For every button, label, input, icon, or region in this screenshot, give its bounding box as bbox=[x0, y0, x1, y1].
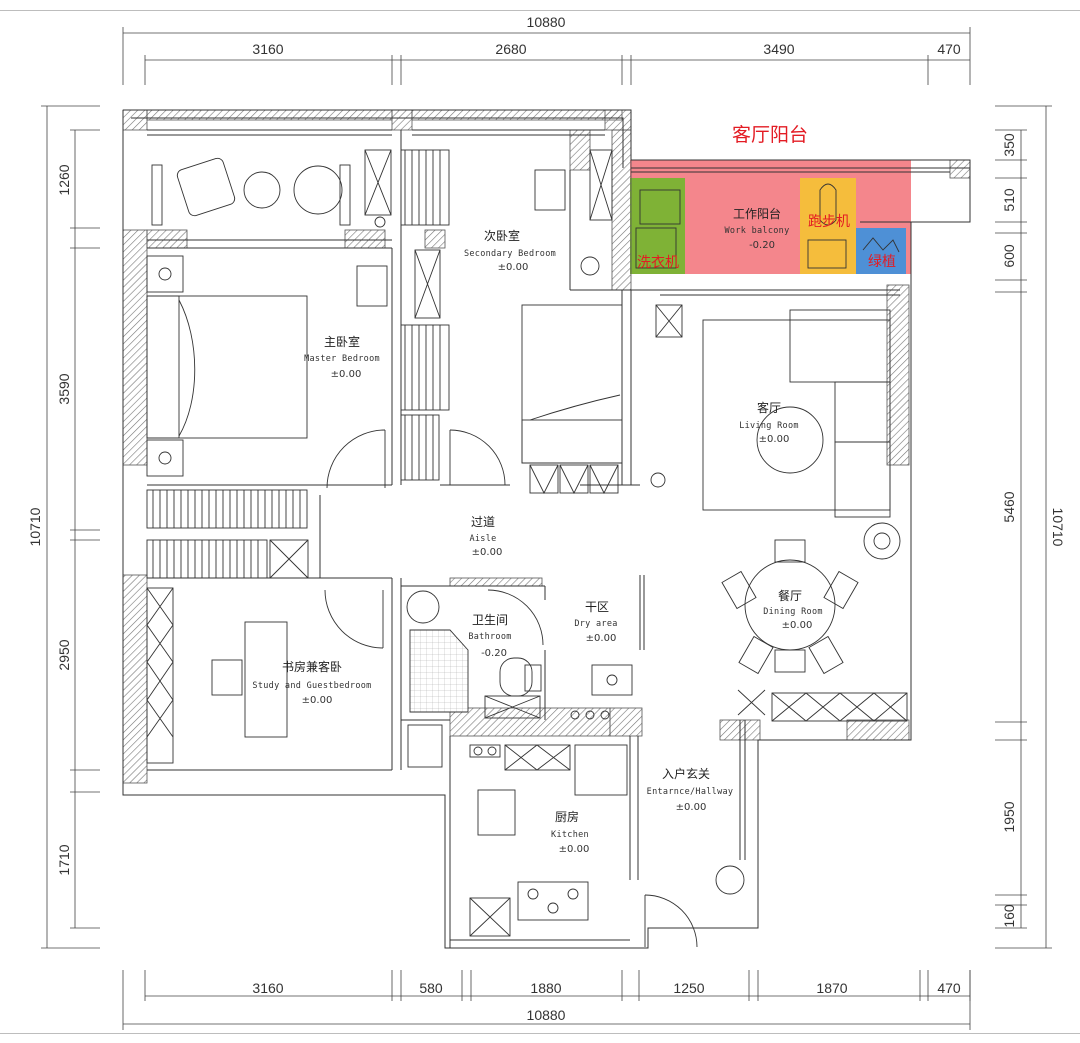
dim-right-1: 350 bbox=[1001, 133, 1017, 157]
dim-left-total: 10710 bbox=[27, 507, 43, 546]
room-labels: 客厅阳台 工作阳台 Work balcony -0.20 洗衣机 跑步机 绿植 … bbox=[252, 124, 896, 855]
secondary-bedroom-level: ±0.00 bbox=[498, 262, 529, 273]
kitchen-cn: 厨房 bbox=[555, 809, 579, 824]
dim-left-2: 3590 bbox=[56, 373, 72, 404]
study-level: ±0.00 bbox=[302, 695, 333, 706]
entrance-cn: 入户玄关 bbox=[662, 766, 710, 781]
walls bbox=[122, 109, 971, 784]
dim-bottom-5: 1870 bbox=[816, 980, 847, 996]
aisle-en: Aisle bbox=[469, 534, 496, 544]
dim-left-4: 1710 bbox=[56, 844, 72, 875]
master-bedroom-cn: 主卧室 bbox=[324, 334, 360, 349]
master-bedroom-level: ±0.00 bbox=[331, 369, 362, 380]
bathroom-cn: 卫生间 bbox=[472, 613, 508, 627]
study-cn: 书房兼客卧 bbox=[282, 659, 342, 674]
bottom-frame-line bbox=[0, 1033, 1080, 1034]
dim-right-5: 1950 bbox=[1001, 801, 1017, 832]
dim-bottom-2: 580 bbox=[419, 980, 443, 996]
dim-top-3: 3490 bbox=[763, 41, 794, 57]
living-balcony-title: 客厅阳台 bbox=[732, 124, 808, 146]
dry-area-cn: 干区 bbox=[585, 600, 609, 614]
kitchen-level: ±0.00 bbox=[559, 844, 590, 855]
study-en: Study and Guestbedroom bbox=[252, 681, 371, 691]
dimension-lines bbox=[41, 27, 1052, 1030]
washer-label: 洗衣机 bbox=[637, 255, 679, 271]
dining-room-cn: 餐厅 bbox=[778, 588, 802, 603]
dim-top-2: 2680 bbox=[495, 41, 526, 57]
plants-zone bbox=[856, 228, 906, 274]
living-room-cn: 客厅 bbox=[757, 400, 781, 415]
plants-label: 绿植 bbox=[868, 254, 896, 270]
kitchen-en: Kitchen bbox=[551, 830, 589, 840]
dim-bottom-3: 1880 bbox=[530, 980, 561, 996]
balcony-zones bbox=[630, 160, 911, 274]
furniture bbox=[146, 149, 908, 948]
top-frame-line bbox=[0, 10, 1080, 11]
work-balcony-cn: 工作阳台 bbox=[733, 206, 781, 221]
dim-right-total: 10710 bbox=[1050, 508, 1066, 547]
aisle-level: ±0.00 bbox=[472, 547, 503, 558]
living-room-level: ±0.00 bbox=[759, 434, 790, 445]
treadmill-label: 跑步机 bbox=[808, 214, 850, 230]
master-bedroom-en: Master Bedroom bbox=[304, 354, 380, 364]
treadmill-zone bbox=[800, 178, 856, 274]
dimension-labels: 10880 3160 2680 3490 470 3160 580 1880 1… bbox=[27, 14, 1066, 1023]
dim-bottom-4: 1250 bbox=[673, 980, 704, 996]
aisle-cn: 过道 bbox=[471, 515, 495, 529]
work-balcony-level: -0.20 bbox=[749, 240, 775, 251]
dining-room-level: ±0.00 bbox=[782, 620, 813, 631]
entrance-en: Entarnce/Hallway bbox=[647, 787, 734, 797]
dim-top-total: 10880 bbox=[527, 14, 566, 30]
bathroom-en: Bathroom bbox=[468, 632, 511, 642]
dim-left-3: 2950 bbox=[56, 639, 72, 670]
entrance-level: ±0.00 bbox=[676, 802, 707, 813]
dry-area-level: ±0.00 bbox=[586, 633, 617, 644]
dim-right-2: 510 bbox=[1001, 188, 1017, 212]
dim-bottom-6: 470 bbox=[937, 980, 961, 996]
living-room-en: Living Room bbox=[739, 421, 799, 431]
dim-left-1: 1260 bbox=[56, 164, 72, 195]
dim-top-4: 470 bbox=[937, 41, 961, 57]
work-balcony-en: Work balcony bbox=[724, 226, 789, 236]
dim-right-3: 600 bbox=[1001, 244, 1017, 268]
dim-top-1: 3160 bbox=[252, 41, 283, 57]
secondary-bedroom-en: Secondary Bedroom bbox=[464, 249, 556, 259]
dining-room-en: Dining Room bbox=[763, 607, 823, 617]
dim-bottom-total: 10880 bbox=[527, 1007, 566, 1023]
dim-right-4: 5460 bbox=[1001, 491, 1017, 522]
bathroom-level: -0.20 bbox=[481, 648, 507, 659]
dry-area-en: Dry area bbox=[574, 619, 617, 629]
dim-bottom-1: 3160 bbox=[252, 980, 283, 996]
secondary-bedroom-cn: 次卧室 bbox=[484, 228, 520, 243]
dim-right-6: 160 bbox=[1001, 904, 1017, 928]
